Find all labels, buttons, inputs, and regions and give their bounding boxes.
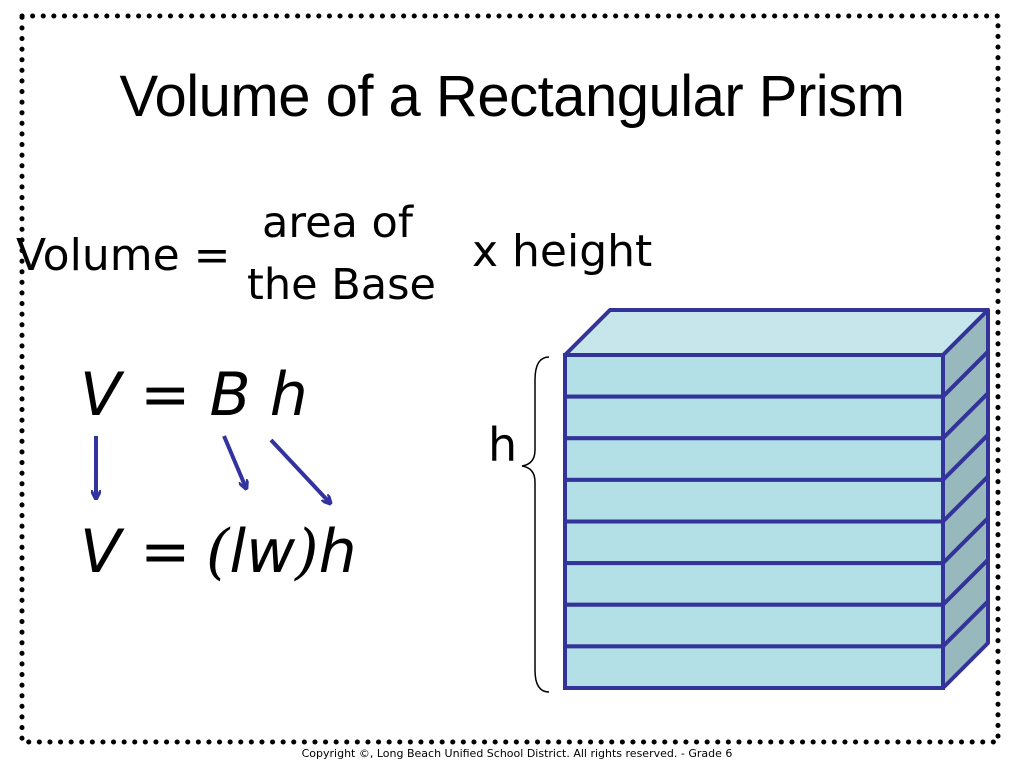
copyright-notice: Copyright ©, Long Beach Unified School D… [301,747,733,760]
open-paren: ( [206,517,230,587]
formula-lw-h: (lw)h [206,517,357,587]
prism-layer-front [563,353,945,399]
prism-layer-front [563,436,945,482]
prism-top-face [563,308,990,357]
arrow-h-to-h [269,438,330,503]
close-paren: ) [295,517,319,587]
prism-layer-front [563,519,945,566]
prism-layer-front [563,394,945,441]
word-formula-times-height: x height [472,226,653,277]
formula-lw: lw [229,517,296,587]
formula-h: h [318,517,357,587]
prism-layer-front [563,477,945,524]
height-brace [521,356,550,693]
slide-title: Volume of a Rectangular Prism [119,64,905,129]
formula-v-equals: V = [80,517,191,587]
formula-v-equals-bh: V = B h [80,360,308,430]
prism-layer-front [563,561,945,607]
height-label: h [488,418,518,472]
prism-layer-front [563,644,945,690]
word-formula-area-line1: area of [262,198,414,248]
word-formula-area-line2: the Base [247,260,436,310]
word-formula-volume: Volume = [16,230,231,281]
prism-layer-front [563,602,945,649]
arrow-b-to-lw [222,435,246,488]
rectangular-prism [563,308,990,690]
